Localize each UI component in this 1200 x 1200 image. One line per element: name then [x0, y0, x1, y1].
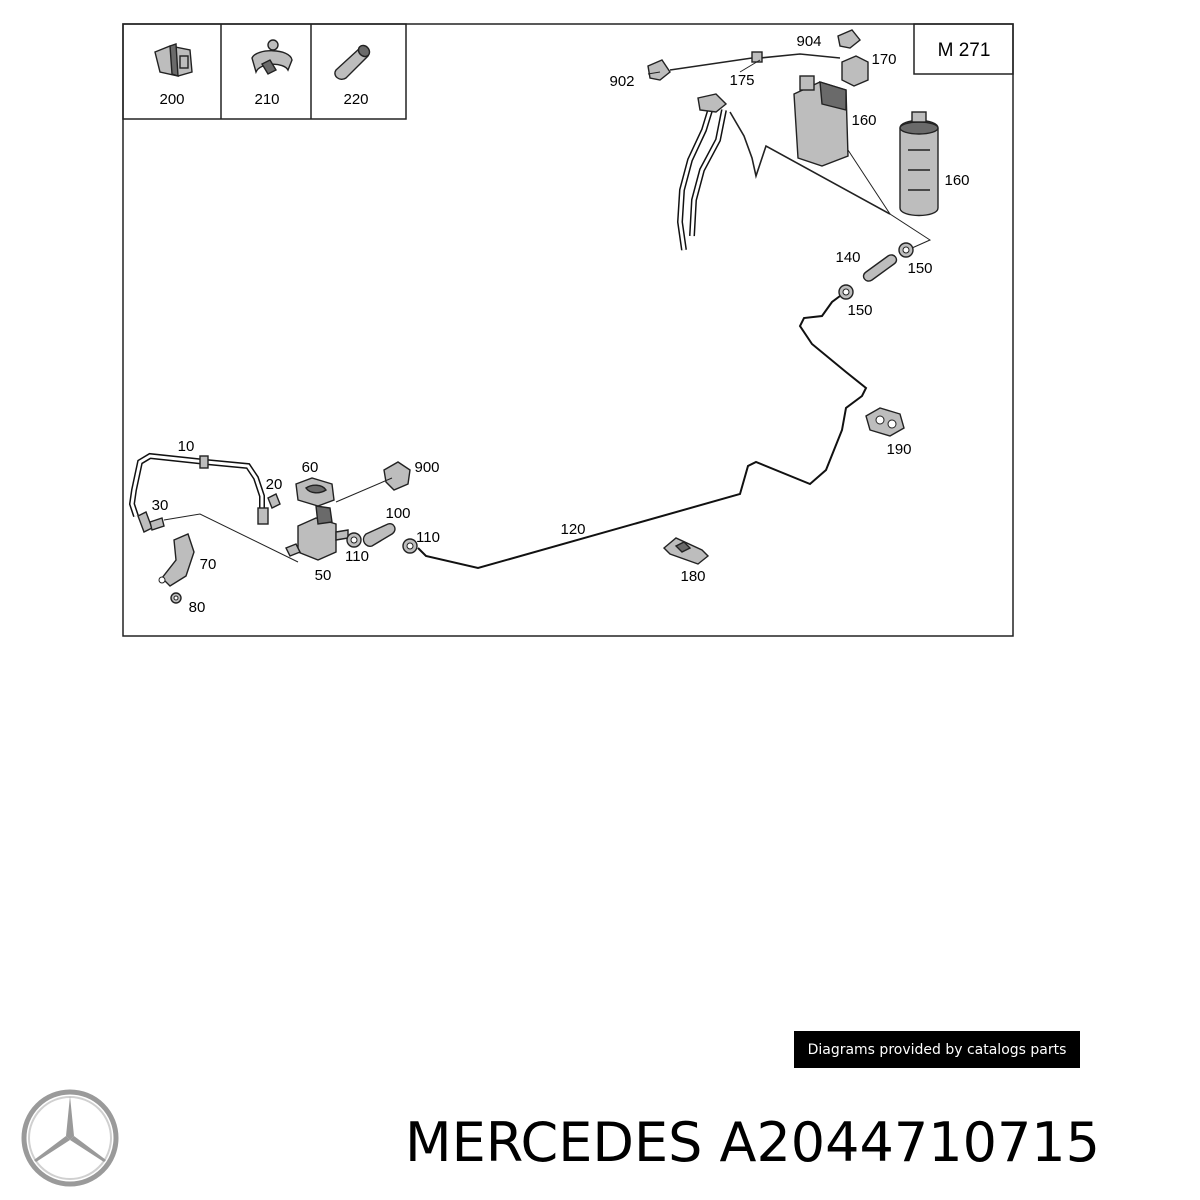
banner-text: Diagrams provided by catalogs parts	[807, 1041, 1067, 1058]
part-160-canister-b	[899, 111, 939, 217]
engine-code: M 271	[938, 40, 991, 61]
part-60	[295, 477, 335, 507]
part-200-icon	[154, 43, 193, 77]
part-902	[647, 59, 671, 81]
callout-140: 140	[835, 249, 860, 266]
callout-10: 10	[178, 438, 195, 455]
part-70-bracket	[158, 533, 195, 587]
part-80-nut	[170, 592, 182, 604]
callout-110-a: 110	[416, 529, 440, 546]
part-150-clamp-b	[838, 284, 854, 300]
callout-175: 175	[729, 72, 754, 89]
part-220-icon	[334, 44, 371, 80]
part-190-clip	[865, 407, 905, 437]
part-50-valve	[285, 505, 349, 561]
fuel-line-120	[417, 295, 868, 570]
callout-70: 70	[200, 556, 217, 573]
callout-30: 30	[152, 497, 169, 514]
part-110-clamp-a	[346, 532, 362, 548]
part-900	[383, 461, 411, 491]
engine-code-box: M 271	[913, 23, 1014, 75]
callout-20: 20	[266, 476, 283, 493]
part-210-icon	[251, 39, 293, 75]
callout-160-a: 160	[851, 112, 876, 129]
part-904	[837, 29, 861, 49]
callout-160-b: 160	[944, 172, 969, 189]
callout-902: 902	[609, 73, 634, 90]
callout-100: 100	[385, 505, 410, 522]
part-110-clamp-b	[402, 538, 418, 554]
callout-190: 190	[886, 441, 911, 458]
callout-150-a: 150	[907, 260, 932, 277]
callout-180: 180	[680, 568, 705, 585]
callout-50: 50	[315, 567, 332, 584]
part-140-hose	[862, 254, 898, 282]
canister-connect-lines	[847, 149, 932, 249]
callout-170: 170	[871, 51, 896, 68]
pipe-10	[128, 452, 269, 525]
brand-part-number: MERCEDES A2044710715	[405, 1111, 1101, 1174]
callout-80: 80	[189, 599, 206, 616]
part-160-canister-a	[793, 75, 849, 167]
mercedes-star-logo-icon	[21, 1089, 119, 1187]
legend-label-220: 220	[343, 91, 368, 108]
legend-box	[122, 23, 407, 120]
part-170-valve	[841, 55, 869, 87]
callout-904: 904	[796, 33, 821, 50]
callout-900: 900	[414, 459, 439, 476]
part-30	[137, 511, 165, 533]
diagram-frame	[122, 23, 1014, 637]
leader-lines	[163, 59, 761, 563]
part-175-wire	[669, 51, 841, 71]
filler-neck-lines	[676, 93, 891, 251]
part-100-hose	[362, 522, 396, 547]
part-20	[267, 493, 281, 509]
legend-label-210: 210	[254, 91, 279, 108]
catalog-credit-banner: Diagrams provided by catalogs parts	[794, 1031, 1080, 1068]
callout-labels: 10 20 30 60 900 100 110 110 50 70 80 120…	[152, 33, 970, 616]
part-180-clip	[662, 537, 710, 565]
callout-110-b: 110	[345, 548, 369, 565]
callout-60: 60	[302, 459, 319, 476]
legend-label-200: 200	[159, 91, 184, 108]
callout-150-b: 150	[847, 302, 872, 319]
callout-120: 120	[560, 521, 585, 538]
part-150-clamp-a	[898, 242, 914, 258]
